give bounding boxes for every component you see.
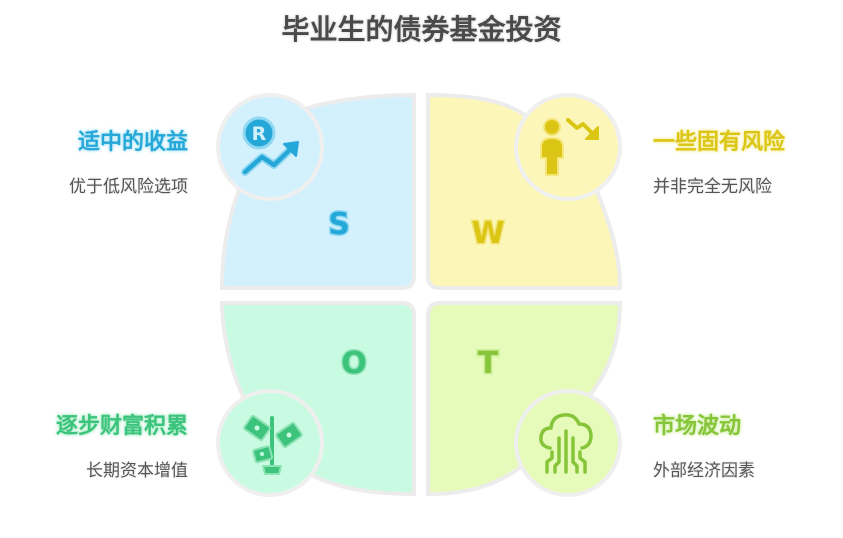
cloud-circuit-icon bbox=[539, 413, 593, 474]
o-description: 长期资本增值 bbox=[86, 461, 188, 481]
person-decline-arrow-icon bbox=[540, 118, 599, 176]
w-icon-badge bbox=[514, 93, 622, 201]
quadrant-s: R bbox=[216, 92, 416, 290]
s-heading: 适中的收益 bbox=[77, 130, 188, 155]
diagram-title: 毕业生的债券基金投资 bbox=[281, 13, 562, 46]
letter-o: O bbox=[341, 346, 367, 381]
w-heading: 一些固有风险 bbox=[653, 130, 786, 155]
letter-t: T bbox=[478, 346, 499, 381]
o-heading: 逐步财富积累 bbox=[55, 414, 188, 439]
s-icon-badge bbox=[216, 93, 324, 201]
s-description: 优于低风险选项 bbox=[69, 177, 188, 197]
svg-text:R: R bbox=[252, 123, 267, 145]
t-icon-badge bbox=[514, 389, 622, 497]
rupee-growth-arrow-icon: R bbox=[241, 116, 299, 176]
quadrant-w bbox=[426, 92, 623, 290]
t-description: 外部经济因素 bbox=[653, 461, 755, 481]
letter-s: S bbox=[328, 207, 350, 242]
letter-w: W bbox=[471, 216, 504, 251]
w-description: 并非完全无风险 bbox=[653, 177, 772, 197]
quadrant-o bbox=[216, 301, 416, 497]
quadrant-t bbox=[426, 301, 623, 497]
money-plant-icon bbox=[243, 414, 303, 475]
t-heading: 市场波动 bbox=[653, 414, 742, 439]
